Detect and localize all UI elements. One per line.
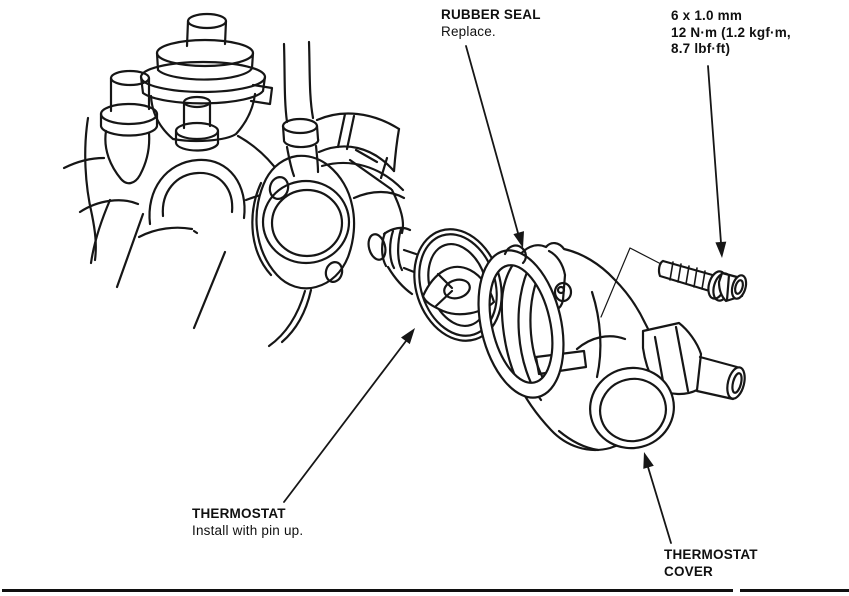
bolt-torque-line2: 8.7 lbf·ft) — [671, 41, 731, 56]
sensor-flange-sides — [99, 112, 159, 137]
outlet-rim-inner — [599, 377, 667, 443]
boss-end-cap — [367, 233, 387, 261]
cover-rib-bar — [534, 349, 588, 376]
rubber-seal-drawing — [477, 244, 565, 399]
thermostat-label: THERMOSTAT Install with pin up. — [192, 505, 303, 539]
cover-outlet-drawing — [589, 366, 675, 450]
leader-rubber-seal — [465, 45, 519, 234]
flange-bolt-hole-lower — [324, 261, 344, 283]
flange-lower-cut — [267, 288, 313, 348]
flange-bolt-hole-upper — [268, 176, 290, 200]
egr-valve-drawing — [139, 12, 282, 176]
thermostat-struts — [434, 272, 454, 308]
fitting-end-cap — [726, 366, 746, 400]
block-inner-curve — [89, 198, 112, 265]
leader-lines — [283, 45, 727, 544]
bottom-rule-left — [2, 589, 733, 592]
block-mound — [78, 199, 140, 214]
thermostat-cover-title-line2: COVER — [664, 564, 714, 579]
thermostat-frame-boss — [367, 226, 418, 296]
bolt-head-end-inner — [734, 279, 744, 295]
flange-opening-inner — [270, 188, 344, 258]
arrowhead-rubber-seal — [513, 231, 524, 248]
sensor-flange — [99, 102, 159, 126]
rubber-seal-label: RUBBER SEAL Replace. — [441, 6, 541, 40]
leader-thermostat-cover — [647, 466, 672, 544]
egr-flange-sides — [139, 75, 267, 105]
pipe-collar-inner — [161, 171, 234, 218]
pipes-hoses-drawing — [281, 40, 405, 192]
leader-bolt — [707, 65, 722, 244]
bottom-rule-right — [740, 589, 849, 592]
cover-bolt-hole — [553, 281, 573, 303]
fitting-end-bore — [731, 372, 743, 394]
thermostat-title: THERMOSTAT — [192, 506, 286, 521]
egr-cap-top — [186, 12, 228, 30]
stud-collar — [174, 121, 220, 141]
mounting-flange-drawing — [251, 154, 356, 290]
pipe-joint-ring — [281, 117, 319, 135]
sensor-top — [109, 69, 151, 87]
hose-lower — [317, 145, 396, 173]
block-right-edge — [348, 148, 406, 235]
arrowhead-thermostat-cover — [643, 452, 654, 469]
stud-base — [174, 129, 220, 152]
rubber-seal-title: RUBBER SEAL — [441, 7, 541, 22]
vertical-pipe — [282, 40, 315, 124]
arrowhead-bolt — [715, 241, 727, 258]
hose-end — [379, 127, 401, 180]
block-left-ledge — [62, 156, 106, 170]
thermostat-note: Install with pin up. — [192, 523, 304, 538]
cover-shoulder-arcs — [557, 335, 627, 452]
bolt-size: 6 x 1.0 mm — [671, 8, 743, 23]
coolant-sensor-drawing — [99, 69, 159, 185]
boss-grooves — [381, 227, 404, 272]
boss-connectors — [382, 226, 418, 296]
hose-upper — [315, 112, 401, 131]
pipe-walls — [115, 212, 227, 330]
fitting-cylinder — [695, 355, 739, 401]
hose-clamp — [336, 112, 356, 151]
pipe-joint-sides — [281, 124, 320, 149]
flange-opening-outer — [261, 179, 351, 265]
engine-block-drawing — [62, 116, 406, 348]
bolt-drawing — [657, 259, 748, 303]
rubber-seal-note: Replace. — [441, 24, 496, 39]
egr-side-nib — [249, 83, 274, 106]
seal-tab — [503, 244, 527, 265]
seal-ring — [477, 249, 565, 399]
flange-thickness — [251, 181, 273, 277]
block-left-outline — [84, 116, 97, 262]
cover-bolt-hole-dot — [556, 285, 566, 295]
engine-edge-under-hose — [320, 162, 405, 192]
bolt-threads — [669, 261, 706, 290]
thermostat-cover-title-line1: THERMOSTAT — [664, 547, 758, 562]
thermostat-cover-label: THERMOSTAT COVER — [664, 546, 758, 580]
bolt-torque-label: 6 x 1.0 mm 12 N·m (1.2 kgf·m, 8.7 lbf·ft… — [671, 8, 791, 58]
sensor-taper — [104, 129, 151, 185]
thermostat-pin-center — [443, 278, 471, 300]
bolt-torque-line1: 12 N·m (1.2 kgf·m, — [671, 24, 791, 40]
pipe-lower — [285, 144, 320, 178]
engine-assembly-drawing — [62, 12, 406, 348]
pipe-collar-outer — [148, 158, 246, 226]
leader-thermostat — [283, 340, 407, 503]
arrowhead-thermostat — [401, 328, 415, 345]
stud-drawing — [174, 95, 220, 152]
bolt-head-facet — [725, 273, 731, 302]
pipe-highlight — [137, 226, 199, 239]
cover-rib-line — [590, 290, 602, 379]
bolt-guide-line — [600, 247, 662, 318]
